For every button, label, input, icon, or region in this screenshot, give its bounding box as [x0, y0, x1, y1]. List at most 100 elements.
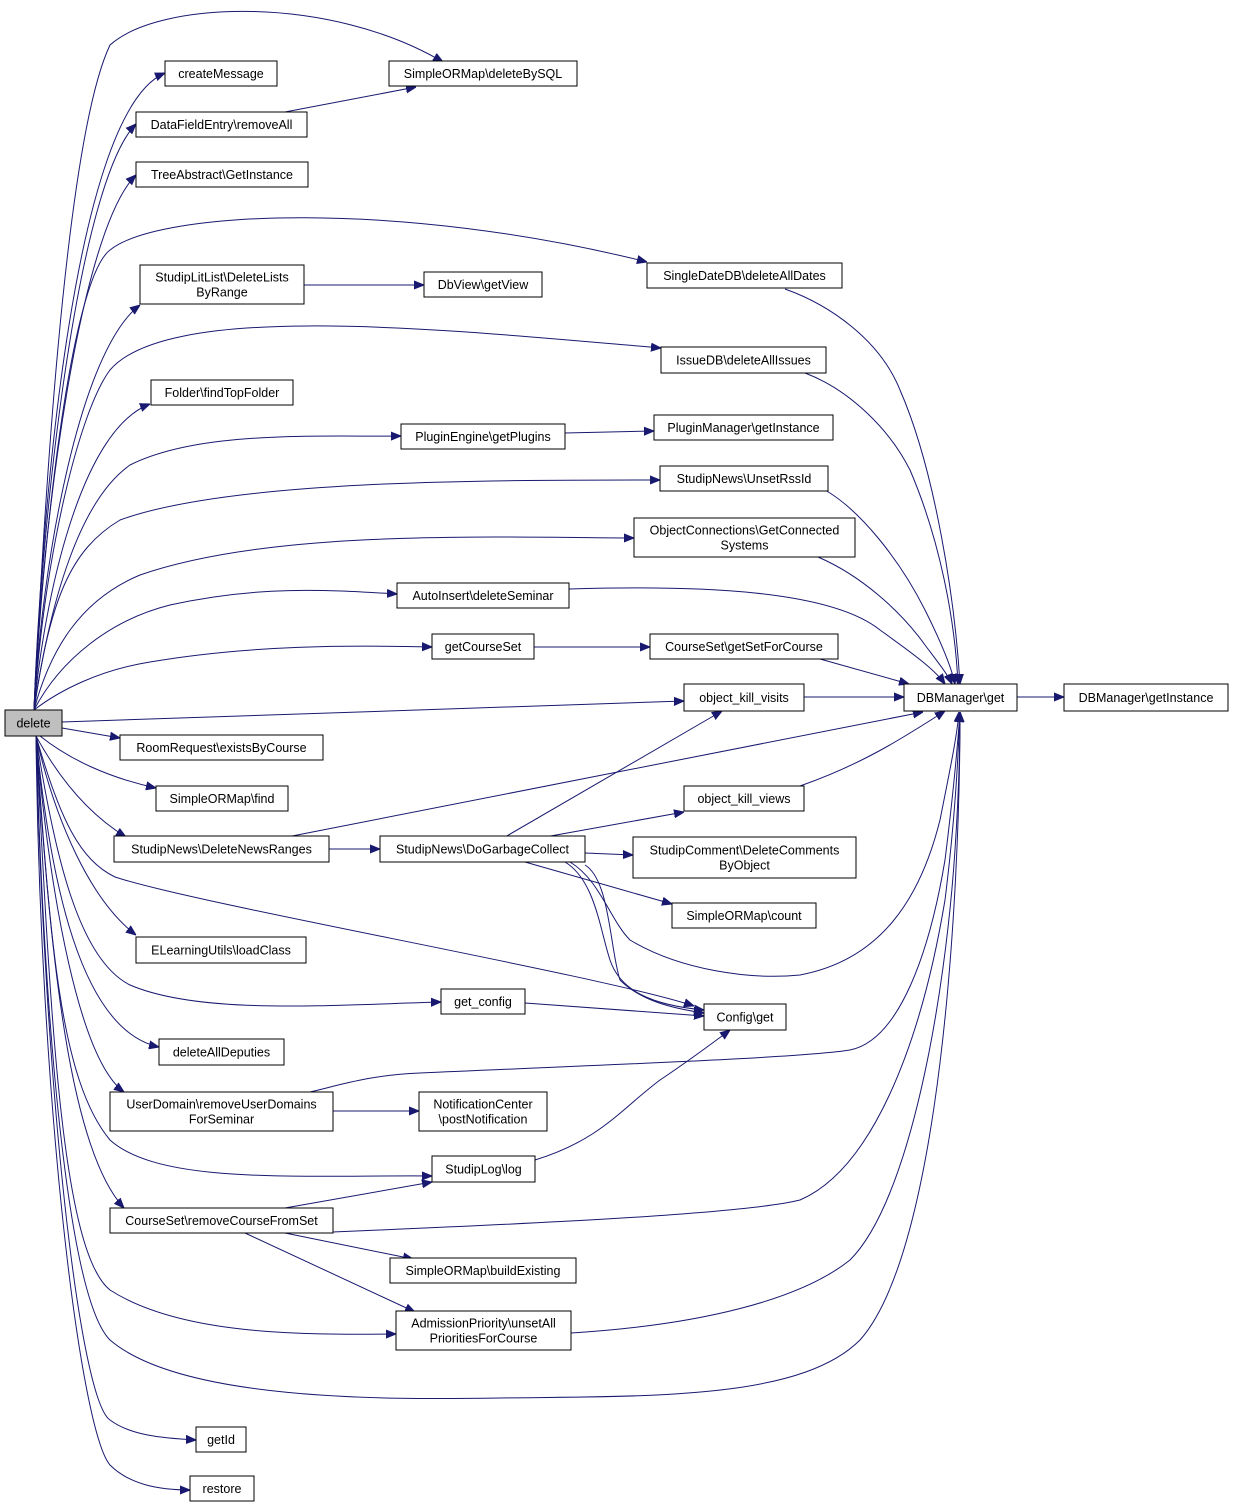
- node-box: [135, 161, 309, 188]
- node-box: [158, 1038, 285, 1066]
- node-findTopFolder[interactable]: Folder\findTopFolder: [150, 379, 294, 406]
- node-box: [646, 262, 843, 289]
- node-deleteSeminar[interactable]: AutoInsert\deleteSeminar: [396, 582, 570, 609]
- node-label: StudipNews\UnsetRssId: [677, 472, 812, 486]
- node-getSetForCourse[interactable]: CourseSet\getSetForCourse: [649, 633, 839, 660]
- edge-delete-removeUserDomainsForSeminar: [35, 735, 124, 1092]
- node-unsetAllPrioritiesForCourse[interactable]: AdmissionPriority\unsetAllPrioritiesForC…: [395, 1310, 572, 1351]
- node-label: TreeAbstract\GetInstance: [151, 168, 293, 182]
- node-objectKillViews[interactable]: object_kill_views: [683, 785, 805, 812]
- node-treeGetInstance[interactable]: TreeAbstract\GetInstance: [135, 161, 309, 188]
- node-label: UserDomain\removeUserDomains: [126, 1098, 316, 1112]
- edge-delete-deleteAllDates: [33, 217, 647, 711]
- node-label: ForSeminar: [189, 1113, 254, 1127]
- node-label: SimpleORMap\buildExisting: [406, 1264, 561, 1278]
- edge-getConfig-configGet: [524, 1002, 704, 1016]
- node-label: StudipComment\DeleteComments: [650, 844, 840, 858]
- node-label: AdmissionPriority\unsetAll: [411, 1317, 556, 1331]
- node-getView[interactable]: DbView\getView: [423, 271, 543, 298]
- edge-doGarbageCollect-deleteComments: [584, 853, 633, 855]
- node-box: [109, 1091, 334, 1132]
- node-loadClass[interactable]: ELearningUtils\loadClass: [135, 936, 307, 964]
- node-log[interactable]: StudipLog\log: [431, 1155, 536, 1183]
- node-label: ByRange: [196, 286, 247, 300]
- node-box: [633, 517, 856, 558]
- node-label: Config\get: [717, 1011, 775, 1025]
- node-box: [4, 709, 63, 737]
- edge-delete-loadClass: [35, 735, 136, 935]
- edge-delete-restore: [35, 735, 190, 1490]
- node-find[interactable]: SimpleORMap\find: [155, 785, 289, 812]
- node-box: [189, 1475, 255, 1502]
- edge-delete-getConfig: [35, 735, 441, 1006]
- node-existsByCourse[interactable]: RoomRequest\existsByCourse: [119, 734, 324, 761]
- edge-delete-find: [39, 735, 156, 788]
- node-doGarbageCollect[interactable]: StudipNews\DoGarbageCollect: [379, 835, 586, 863]
- node-configGet[interactable]: Config\get: [703, 1003, 787, 1031]
- node-createMessage[interactable]: createMessage: [164, 60, 278, 87]
- node-box: [418, 1091, 548, 1132]
- node-getConfig[interactable]: get_config: [440, 988, 526, 1015]
- node-box: [164, 60, 278, 87]
- node-deleteBySQL[interactable]: SimpleORMap\deleteBySQL: [388, 60, 578, 87]
- call-edges: [33, 10, 1064, 1490]
- edge-doGarbageCollect-objectKillViews: [544, 812, 684, 838]
- node-dbGet[interactable]: DBManager\get: [903, 683, 1018, 712]
- node-label: AutoInsert\deleteSeminar: [412, 589, 553, 603]
- node-label: RoomRequest\existsByCourse: [136, 741, 306, 755]
- node-box: [195, 1426, 247, 1453]
- node-deleteAllDeputies[interactable]: deleteAllDeputies: [158, 1038, 285, 1066]
- node-box: [379, 835, 586, 863]
- node-getCourseSet[interactable]: getCourseSet: [431, 633, 535, 660]
- node-deleteAllIssues[interactable]: IssueDB\deleteAllIssues: [660, 346, 827, 374]
- node-removeCourseFromSet[interactable]: CourseSet\removeCourseFromSet: [109, 1207, 334, 1234]
- node-label: StudipNews\DoGarbageCollect: [396, 843, 570, 857]
- node-buildExisting[interactable]: SimpleORMap\buildExisting: [389, 1257, 577, 1284]
- edge-removeCourseFromSet-dbGet: [332, 712, 960, 1233]
- node-box: [659, 465, 829, 492]
- node-delete[interactable]: delete: [4, 709, 63, 737]
- node-unsetRssId[interactable]: StudipNews\UnsetRssId: [659, 465, 829, 492]
- node-removeAll[interactable]: DataFieldEntry\removeAll: [135, 111, 308, 138]
- node-box: [440, 988, 526, 1015]
- node-box: [632, 836, 857, 879]
- node-label: DbView\getView: [438, 278, 530, 292]
- edge-delete-deleteAllIssues: [33, 325, 661, 711]
- node-label: DBManager\get: [917, 691, 1005, 705]
- node-label: CourseSet\removeCourseFromSet: [125, 1214, 318, 1228]
- node-count[interactable]: SimpleORMap\count: [671, 902, 817, 929]
- node-restore[interactable]: restore: [189, 1475, 255, 1502]
- edge-deleteAllIssues-dbGet: [804, 372, 958, 684]
- node-box: [653, 414, 834, 441]
- edge-deleteNewsRanges-dbGet: [286, 712, 923, 838]
- node-getId[interactable]: getId: [195, 1426, 247, 1453]
- node-getPlugins[interactable]: PluginEngine\getPlugins: [400, 423, 566, 450]
- node-deleteNewsRanges[interactable]: StudipNews\DeleteNewsRanges: [113, 835, 330, 863]
- edge-getConnectedSystems-dbGet: [817, 556, 952, 684]
- node-label: PrioritiesForCourse: [430, 1332, 538, 1346]
- node-pmGetInstance[interactable]: PluginManager\getInstance: [653, 414, 834, 441]
- edge-delete-deleteSeminar: [33, 590, 397, 711]
- node-box: [431, 1155, 536, 1183]
- node-postNotification[interactable]: NotificationCenter\postNotification: [418, 1091, 548, 1132]
- edge-removeCourseFromSet-log: [284, 1182, 432, 1209]
- node-deleteAllDates[interactable]: SingleDateDB\deleteAllDates: [646, 262, 843, 289]
- edge-doGarbageCollect-objectKillVisits: [504, 711, 722, 838]
- node-objectKillVisits[interactable]: object_kill_visits: [683, 683, 805, 712]
- node-box: [703, 1003, 787, 1031]
- node-dbGetInstance[interactable]: DBManager\getInstance: [1063, 683, 1229, 712]
- node-box: [135, 936, 307, 964]
- node-label: delete: [16, 717, 50, 731]
- node-box: [903, 683, 1018, 712]
- node-label: PluginEngine\getPlugins: [415, 430, 551, 444]
- edge-doGarbageCollect-configGet-b: [584, 864, 704, 1013]
- node-label: SingleDateDB\deleteAllDates: [663, 269, 826, 283]
- node-box: [388, 60, 578, 87]
- node-label: ELearningUtils\loadClass: [151, 944, 291, 958]
- edge-delete-findTopFolder: [33, 404, 150, 711]
- node-box: [431, 633, 535, 660]
